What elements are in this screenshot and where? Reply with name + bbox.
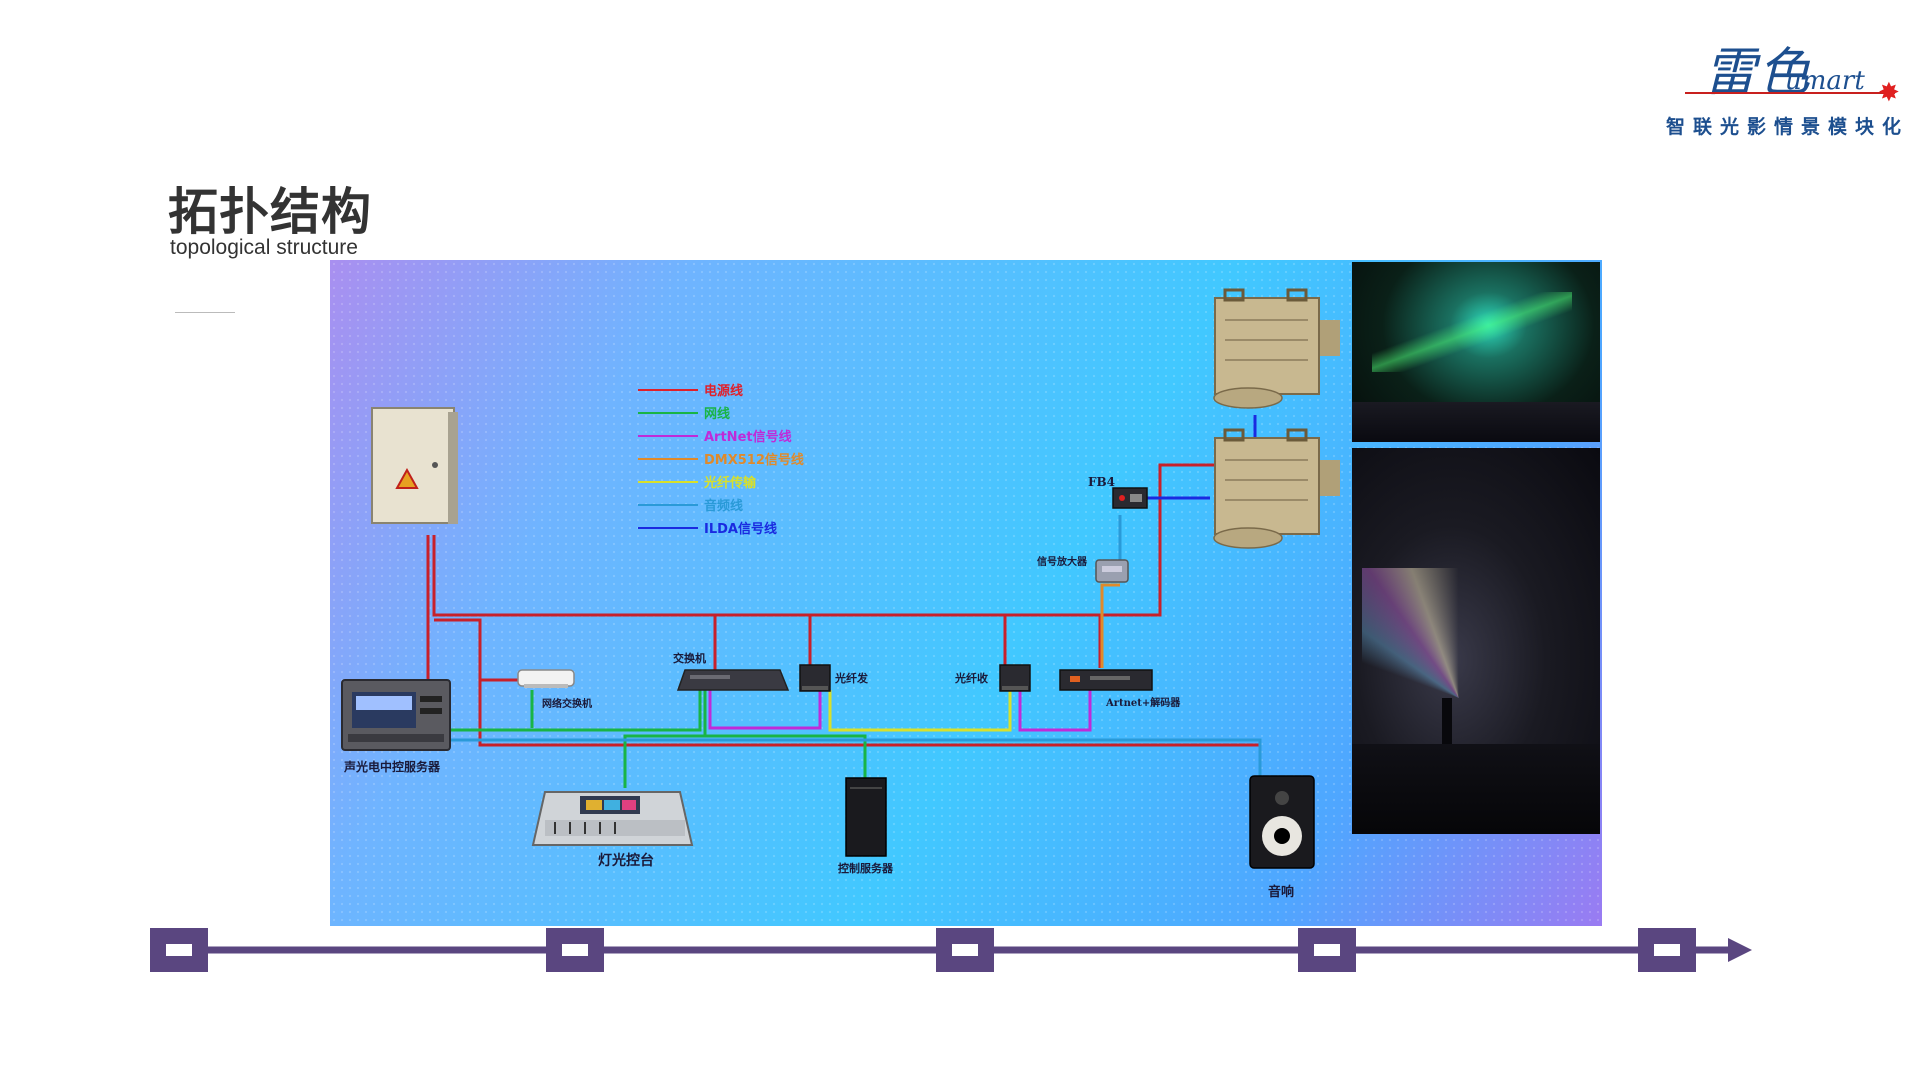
city-skyline [1352,402,1600,442]
timeline-node-4 [1298,928,1356,972]
amplifier-label: 信号放大器 [1037,555,1088,568]
laser-beams-green [1372,292,1572,372]
artnet-cables [708,690,1092,732]
power-branch-2 [434,618,1262,800]
timeline-arrow-icon [1728,938,1752,962]
legend-label-audio: 音频线 [704,498,743,514]
power-main-bus [432,463,1242,617]
star-icon: ✸ [1878,78,1900,108]
logo-tagline: 智联光影情景模块化 [1666,116,1910,138]
fiber-receiver-device [999,664,1031,692]
artnet-line-2 [1018,690,1092,732]
timeline-node-2 [546,928,604,972]
network-cables [434,690,867,788]
switch-label: 交换机 [673,651,706,665]
artnet-decoder-label: Artnet+解码器 [1105,696,1181,709]
page-subtitle: topological structure [170,236,358,259]
title-divider [175,312,235,313]
legend-label-power: 电源线 [704,383,743,399]
logo-underline [1685,92,1895,94]
fb4-device [1112,487,1148,509]
media-server-device [341,679,451,751]
legend-label-fiber: 光纤传输 [703,475,757,491]
speaker-label: 音响 [1268,884,1294,900]
fiber-receiver-label: 光纤收 [954,671,988,685]
legend-label-ilda: ILDA信号线 [704,521,777,537]
lighting-console-device [531,791,694,846]
power-cables [426,463,1262,800]
laser-projector-bottom [1213,428,1340,549]
media-server-label: 声光电中控服务器 [343,759,441,774]
control-server-label: 控制服务器 [838,861,894,875]
fiber-transmitter-device [799,664,831,692]
dmx-cables [1100,583,1120,668]
network-switch-label: 网络交换机 [542,697,592,710]
network-line-4 [705,734,867,780]
switch-device [676,669,790,691]
laser-fan-beams [1362,568,1592,698]
cable-legend: 电源线 网线 ArtNet信号线 DMX512信号线 光纤传输 音频线 ILDA… [638,383,804,537]
laser-show-photo-bottom [1352,448,1600,834]
artnet-line-1 [708,690,822,730]
amplifier-device [1095,559,1129,583]
lighting-console-label: 灯光控台 [598,852,654,869]
fiber-line [828,690,1012,732]
control-server-device [845,777,887,857]
fiber-transmitter-label: 光纤发 [834,671,869,685]
topology-diagram-svg: 电源线 网线 ArtNet信号线 DMX512信号线 光纤传输 音频线 ILDA… [341,288,1340,900]
ground-silhouette [1352,744,1600,834]
power-distribution-box [371,407,458,524]
topology-diagram: 电源线 网线 ArtNet信号线 DMX512信号线 光纤传输 音频线 ILDA… [330,260,1602,926]
page-title: 拓扑结构 [168,183,372,241]
laser-projector-top [1213,288,1340,409]
legend-label-network: 网线 [704,406,730,422]
artnet-decoder-device [1059,669,1153,691]
network-line-3 [623,690,707,788]
timeline-node-5 [1638,928,1696,972]
legend-label-artnet: ArtNet信号线 [704,429,792,445]
network-switch-device [517,669,575,688]
audio-cables [432,515,1262,800]
hazard-icon [395,467,419,489]
fb4-label: FB4 [1088,475,1115,489]
timeline-node-3 [936,928,994,972]
laser-show-photo-top [1352,262,1600,442]
brand-logo: 雷色 umart ✸ 智联光影情景模块化 [1650,30,1920,140]
timeline-node-1 [150,928,208,972]
logo-brand: umart [1785,66,1865,96]
speaker-device [1249,775,1315,869]
timeline [150,928,1752,972]
legend-label-dmx: DMX512信号线 [704,452,804,468]
fiber-cables [828,690,1012,732]
network-line-1 [434,690,702,732]
dmx-line [1100,583,1120,668]
